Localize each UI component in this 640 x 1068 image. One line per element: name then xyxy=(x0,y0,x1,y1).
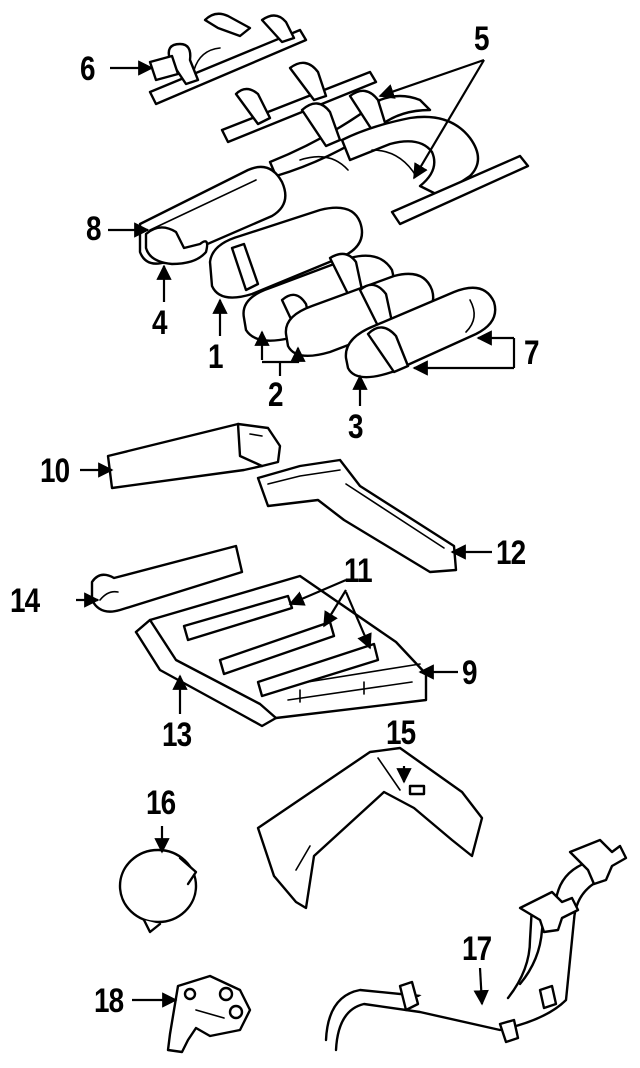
callout-7: 7 xyxy=(524,334,540,372)
callout-2: 2 xyxy=(268,376,284,414)
part-16-accumulator xyxy=(118,848,198,934)
part-5-tank-straps xyxy=(220,61,530,226)
callout-12: 12 xyxy=(496,534,526,572)
callout-1: 1 xyxy=(208,338,224,376)
callout-8: 8 xyxy=(86,210,102,248)
part-17-fuel-lines xyxy=(324,838,628,1052)
callout-16: 16 xyxy=(146,784,176,822)
leader-lines xyxy=(76,58,516,1008)
part-12-support-rail xyxy=(256,458,458,574)
callout-4: 4 xyxy=(152,304,168,342)
part-4-tank-strap xyxy=(144,226,209,266)
callout-17: 17 xyxy=(462,930,492,968)
callout-18: 18 xyxy=(94,982,124,1020)
callout-9: 9 xyxy=(462,654,478,692)
callout-11: 11 xyxy=(344,552,373,590)
callout-3: 3 xyxy=(348,408,364,446)
part-3-tank-rear xyxy=(344,286,497,379)
part-6-strap-bracket xyxy=(148,12,308,106)
part-15-tank-shield xyxy=(256,746,484,910)
callout-15: 15 xyxy=(386,714,416,752)
part-11-cross-member xyxy=(182,594,380,698)
callout-10: 10 xyxy=(40,452,70,490)
part-2-tank-middle-rear xyxy=(284,272,435,358)
part-10-heat-shield xyxy=(106,422,282,490)
callout-5: 5 xyxy=(474,20,490,58)
callout-6: 6 xyxy=(80,50,96,88)
part-1-tank-front xyxy=(208,206,364,299)
callout-13: 13 xyxy=(162,716,192,754)
part-18-fuel-valve xyxy=(166,974,252,1054)
part-13-tray-frame xyxy=(134,618,278,728)
callout-14: 14 xyxy=(10,582,40,620)
